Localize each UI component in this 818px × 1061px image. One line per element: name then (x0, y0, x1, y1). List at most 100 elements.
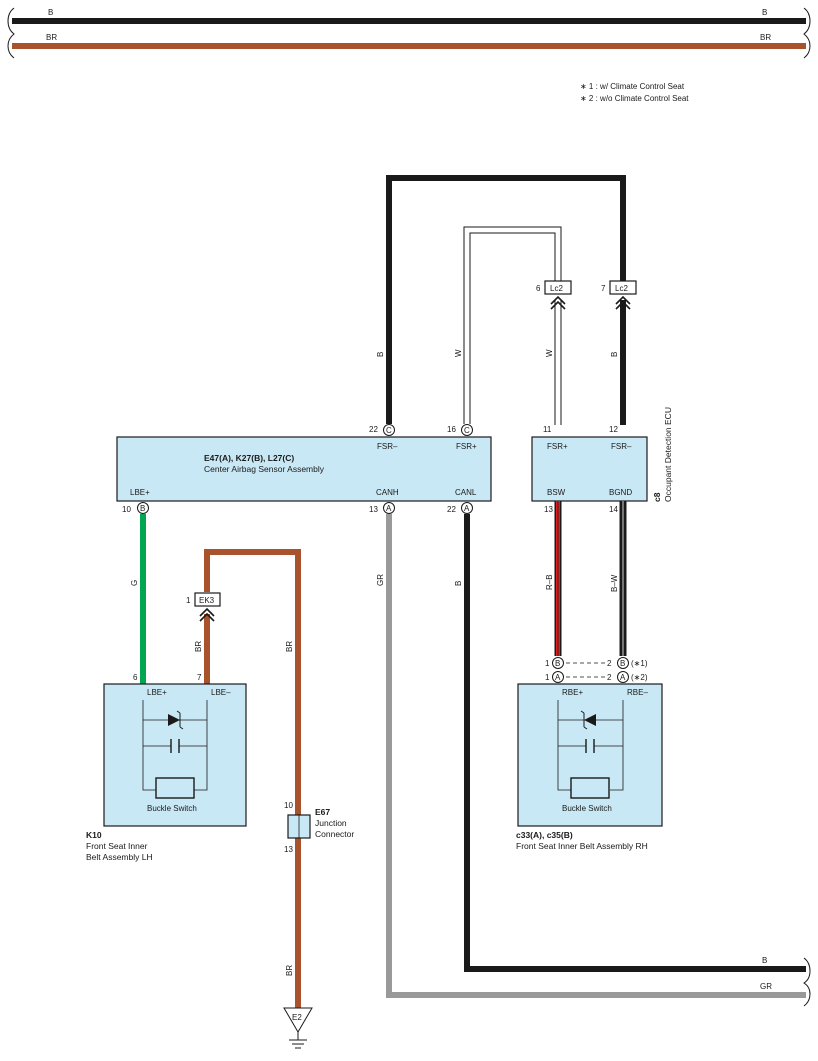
b-vert-left-label: B (376, 352, 385, 357)
lh-switch-label: Buckle Switch (147, 804, 197, 813)
center-airbag-sensor-assembly: E47(A), K27(B), L27(C) Center Airbag Sen… (116, 425, 492, 514)
rh-row2-left-conn: A (555, 673, 561, 682)
ground-label: E2 (292, 1013, 302, 1022)
rh-switch-label: Buckle Switch (562, 804, 612, 813)
rh-capacitor-icon (585, 739, 595, 753)
right-break-mark (803, 7, 811, 59)
ek3-br-wire (204, 549, 301, 815)
fsr-minus-b-wire (386, 175, 626, 424)
rh-code: c33(A), c35(B) (516, 830, 573, 840)
pin-canh-term: CANH (376, 488, 399, 497)
pin-lbe-plus-num: 10 (122, 505, 131, 514)
ground-icon (289, 1039, 307, 1049)
pin-b-lbe-plus: B (140, 504, 145, 513)
pin-fsr-plus-num: 16 (447, 425, 456, 434)
ecu-bsw-term: BSW (547, 488, 566, 497)
lc2-right-pin: 7 (601, 284, 606, 293)
top-b-label-left: B (48, 8, 53, 17)
pin-a-canh: A (386, 504, 392, 513)
rh-pin-row-2: 1 A 2 A (∗2) (545, 671, 648, 683)
note-1: ∗ 1 : w/ Climate Control Seat (580, 82, 685, 91)
b-canl-label: B (454, 581, 463, 586)
lh-switch-circuit (142, 700, 208, 799)
lc2-left-label: Lc2 (550, 284, 563, 293)
lh-name-1: Front Seat Inner (86, 841, 148, 851)
lh-name-2: Belt Assembly LH (86, 852, 153, 862)
ek3-connector: EK3 1 (186, 592, 221, 622)
ecu-fsr-plus-term: FSR+ (547, 442, 568, 451)
br-ek3-label: BR (194, 641, 203, 652)
rh-row1-note: (∗1) (631, 659, 648, 668)
b-vert-right-label: B (610, 352, 619, 357)
w-vert-right-label: W (545, 349, 554, 357)
g-wire-label: G (130, 580, 139, 586)
top-bus-wires: B B BR BR (7, 7, 811, 59)
w-vert-left-label: W (454, 349, 463, 357)
ek3-chevron-icon (199, 607, 215, 622)
rh-name: Front Seat Inner Belt Assembly RH (516, 841, 648, 851)
rh-row2-right-conn: A (620, 673, 626, 682)
fsr-plus-w-wire (464, 227, 561, 424)
br-junction-label: BR (285, 641, 294, 652)
center-airbag-name: Center Airbag Sensor Assembly (204, 464, 325, 474)
junction-name-1: Junction (315, 818, 347, 828)
lh-pin-6-num: 6 (133, 673, 138, 682)
rh-row2-note: (∗2) (631, 673, 648, 682)
center-airbag-code: E47(A), K27(B), L27(C) (204, 453, 294, 463)
rh-row2-right-num: 2 (607, 673, 612, 682)
ecu-bgnd-term: BGND (609, 488, 632, 497)
rh-term-minus: RBE– (627, 688, 648, 697)
rh-row2-left-num: 1 (545, 673, 550, 682)
lc2-left-chevron-icon (550, 295, 566, 310)
gr-wire-label: GR (376, 574, 385, 586)
center-airbag-pin-circles: C C B A A (137, 424, 473, 514)
rh-switch-circuit (557, 700, 624, 799)
rh-row1-left-conn: B (555, 659, 560, 668)
lc2-left-connector: Lc2 6 (536, 280, 572, 310)
junction-pin-bottom: 13 (284, 845, 293, 854)
junction-pin-top: 10 (284, 801, 293, 810)
lh-code: K10 (86, 830, 102, 840)
lh-buckle-switch-icon (155, 777, 195, 799)
bottom-gr-label: GR (760, 982, 772, 991)
bottom-b-label: B (762, 956, 767, 965)
rh-buckle-switch-icon (570, 777, 610, 799)
ecu-code: c8 (652, 492, 662, 502)
top-b-label-right: B (762, 8, 767, 17)
pin-a-canl: A (464, 504, 470, 513)
pin-c-fsr-minus: C (386, 426, 392, 435)
pin-lbe-plus-term: LBE+ (130, 488, 150, 497)
lh-zener-diode-icon (168, 714, 180, 726)
top-br-label-right: BR (760, 33, 771, 42)
note-2: ∗ 2 : w/o Climate Control Seat (580, 94, 689, 103)
canh-gr-wire (386, 514, 806, 998)
pin-fsr-plus-term: FSR+ (456, 442, 477, 451)
ek3-label: EK3 (199, 596, 215, 605)
lc2-right-chevron-icon (615, 295, 631, 310)
ecu-pin-13: 13 (544, 505, 553, 514)
top-br-label-left: BR (46, 33, 57, 42)
fsr-plus-w-wire-outline (463, 226, 562, 424)
lh-capacitor-icon (170, 739, 180, 753)
lh-pin-7-term: LBE– (211, 688, 231, 697)
rh-zener-diode-icon (584, 714, 596, 726)
occupant-detection-ecu: FSR+ FSR– BSW BGND 11 12 13 14 c8 Occupa… (531, 407, 673, 514)
ground-triangle (283, 1007, 313, 1033)
canl-b-wire (464, 514, 806, 972)
rh-row1-left-num: 1 (545, 659, 550, 668)
ecu-pin-14: 14 (609, 505, 618, 514)
buckle-assembly-lh: LBE+ LBE– 6 7 Buckle Switch K10 Front Se… (86, 673, 247, 862)
pin-canl-term: CANL (455, 488, 477, 497)
lc2-left-pin: 6 (536, 284, 541, 293)
ek3-pin: 1 (186, 596, 191, 605)
ecu-pin-11: 11 (543, 425, 552, 434)
ecu-fsr-minus-term: FSR– (611, 442, 632, 451)
buckle-assembly-rh: RBE+ RBE– Buckle Switch c33(A), c35(B) F… (516, 683, 663, 851)
pin-canl-num: 22 (447, 505, 456, 514)
rh-row1-right-conn: B (620, 659, 625, 668)
pin-fsr-minus-num: 22 (369, 425, 378, 434)
notes: ∗ 1 : w/ Climate Control Seat ∗ 2 : w/o … (580, 82, 689, 103)
pin-fsr-minus-term: FSR– (377, 442, 398, 451)
left-break-mark (7, 7, 15, 59)
